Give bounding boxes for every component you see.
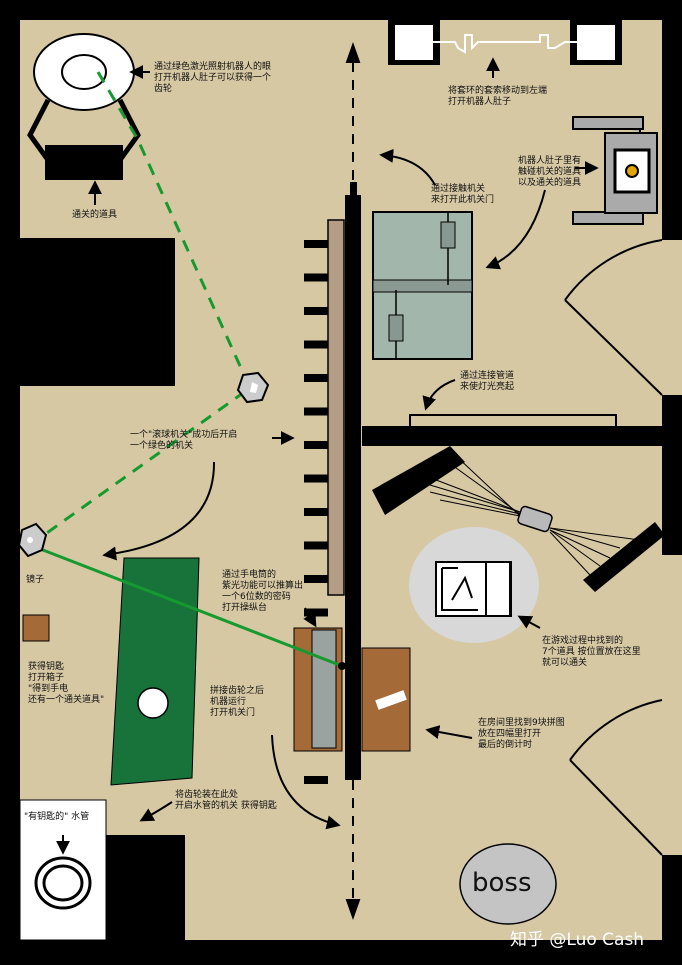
boss-label: boss [472,868,532,898]
divider-tooth [304,541,328,550]
gear-disc [137,687,169,719]
divider-tooth [304,307,328,315]
operating-console [293,627,411,752]
note-move-sleeve: 将套环的套索移动到左端 打开机器人肚子 [448,86,548,107]
divider-tooth [304,340,328,349]
puzzle-glyph [435,561,512,617]
note-belly-right: 机器人肚子里有 触碰机关的道具 以及通关的道具 [518,156,582,188]
watermark: 知乎 @Luo Cash [510,930,645,950]
divider-tooth [304,508,328,516]
laser-paths [29,71,343,668]
touch-switch-door [372,211,473,360]
pipe-bench [409,414,617,428]
dashed-track [345,41,361,921]
green-mat [110,557,200,786]
note-ball-switch: 一个"滚球机关"成功后开启 一个绿色的机关 [130,430,238,451]
note-pipe-light: 通过连接管道 来使灯光亮起 [460,371,515,392]
divider-tooth [304,374,328,382]
note-laser-eye: 通过绿色激光照射机器人的眼 打开机器人肚子可以获得一个 齿轮 [154,62,272,94]
divider-tooth [304,273,328,282]
note-touch-switch: 通过接触机关 来打开此机关门 [431,184,495,205]
note-mirror: 镜子 [26,575,45,585]
divider-tooth [304,474,328,483]
note-flashlight: 通过手电筒的 紫光功能可以推算出 一个6位数的密码 打开操纵台 [222,570,304,613]
interior-walls [362,426,662,446]
annotation-arrows [88,57,599,830]
robot-console [572,116,658,225]
boss-circle [459,843,557,925]
note-pipe-key: "有钥匙的" 水管 [24,812,90,822]
note-key: 获得钥匙 打开箱子 "得到手电 还有一个通关道具" [28,662,105,705]
note-seven-items: 在游戏过程中找到的 7个道具 按位置放在这里 就可以通关 [542,636,641,668]
spotlight [372,446,665,592]
sleeve-slider [388,20,622,65]
mirror-hexagon [17,371,270,558]
note-gear-here: 将齿轮装在此处 开启水管的机关 获得钥匙 [175,790,277,811]
water-pipe [19,799,107,941]
note-gears: 拼接齿轮之后 机器运行 打开机关门 [210,686,265,718]
divider-tooth [304,441,328,449]
note-exit-item-top: 通关的道具 [72,210,118,220]
door-swings [564,239,663,856]
robot-eye-ring [27,33,141,180]
divider-tooth [304,575,328,583]
item-altar [409,527,539,643]
divider-tooth [304,407,328,416]
key-crate [22,614,50,642]
divider-tooth [304,776,328,784]
divider-tooth [304,240,328,248]
note-nine-puzzle: 在房间里找到9块拼图 放在四幅里打开 最后的倒计时 [478,718,565,750]
